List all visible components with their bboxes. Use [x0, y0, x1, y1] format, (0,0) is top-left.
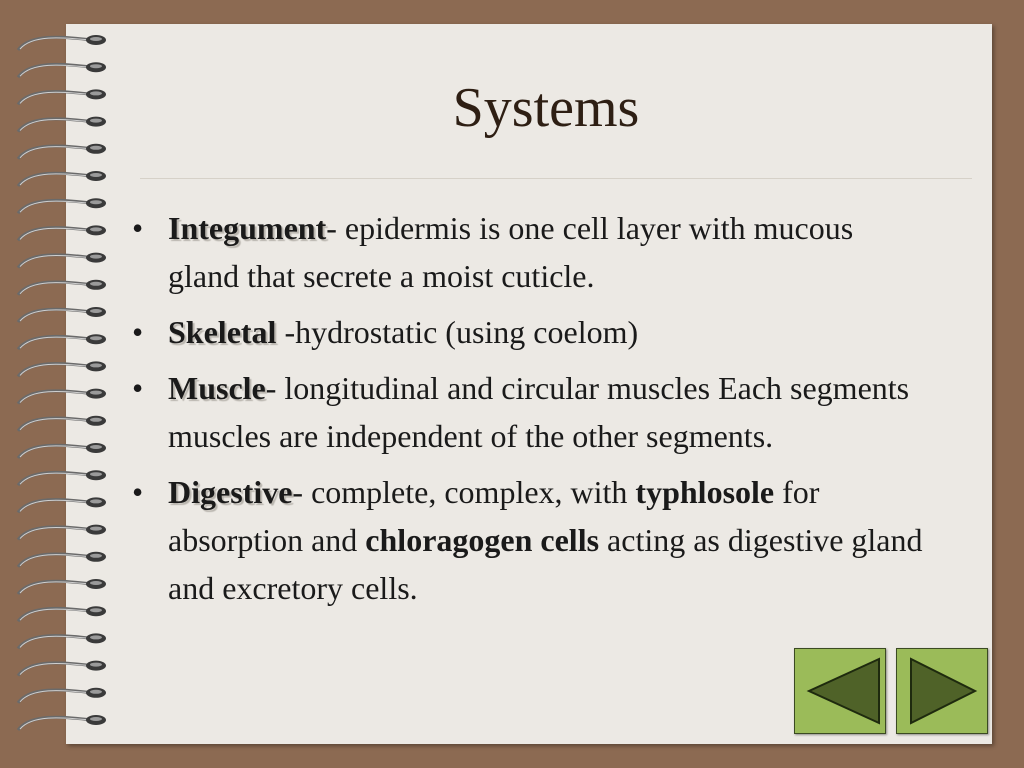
binding-ring — [16, 279, 106, 296]
title-divider — [140, 178, 972, 179]
bullet-text: -hydrostatic (using coelom) — [276, 314, 639, 350]
binding-ring — [16, 62, 106, 79]
binding-ring — [16, 443, 106, 459]
binding-ring — [16, 225, 106, 242]
binding-ring — [16, 633, 106, 650]
binding-ring — [16, 660, 106, 677]
bullet-highlight: chloragogen cells — [365, 522, 600, 558]
bullet-term: Integument — [168, 210, 327, 246]
bullet-item-integument: Integument- epidermis is one cell layer … — [128, 204, 928, 300]
bullet-text: - complete, complex, with — [292, 474, 636, 510]
next-slide-button[interactable] — [896, 648, 988, 734]
bullet-term: Skeletal — [168, 314, 277, 350]
bullet-term: Digestive — [168, 474, 293, 510]
bullet-item-muscle: Muscle- longitudinal and circular muscle… — [128, 364, 928, 460]
bullet-list: Integument- epidermis is one cell layer … — [128, 204, 928, 620]
bullet-term: Muscle — [168, 370, 266, 406]
triangle-right-icon — [910, 657, 978, 725]
bullet-text: acting as digestive gland and excretory … — [168, 522, 923, 606]
binding-ring — [16, 524, 106, 541]
binding-ring — [16, 579, 106, 595]
binding-ring — [16, 334, 106, 351]
binding-ring — [16, 497, 106, 514]
binding-ring — [16, 307, 106, 323]
triangle-left-icon — [806, 657, 880, 725]
bullet-item-skeletal: Skeletal -hydrostatic (using coelom) — [128, 308, 928, 356]
bullet-text: for absorption and — [168, 474, 820, 558]
binding-ring — [16, 252, 106, 269]
binding-ring — [16, 715, 106, 731]
binding-ring — [16, 415, 106, 432]
bullet-highlight: typhlosole — [635, 474, 775, 510]
binding-ring — [16, 470, 106, 487]
binding-ring — [16, 551, 106, 568]
binding-ring — [16, 171, 106, 187]
binding-ring — [16, 361, 106, 378]
bullet-item-digestive: Digestive- complete, complex, with typhl… — [128, 468, 928, 612]
binding-ring — [16, 198, 106, 215]
binding-ring — [16, 89, 106, 106]
binding-ring — [16, 35, 106, 51]
binding-ring — [16, 143, 106, 160]
slide-title: Systems — [452, 77, 640, 139]
binding-ring — [16, 687, 106, 704]
spiral-binding-icon — [16, 35, 106, 731]
bullet-text: - longitudinal and circular muscles Each… — [168, 370, 910, 454]
bullet-text: - epidermis is one cell layer with mucou… — [168, 210, 854, 294]
binding-ring — [16, 116, 106, 133]
binding-ring — [16, 606, 106, 623]
previous-slide-button[interactable] — [794, 648, 886, 734]
binding-ring — [16, 388, 106, 405]
